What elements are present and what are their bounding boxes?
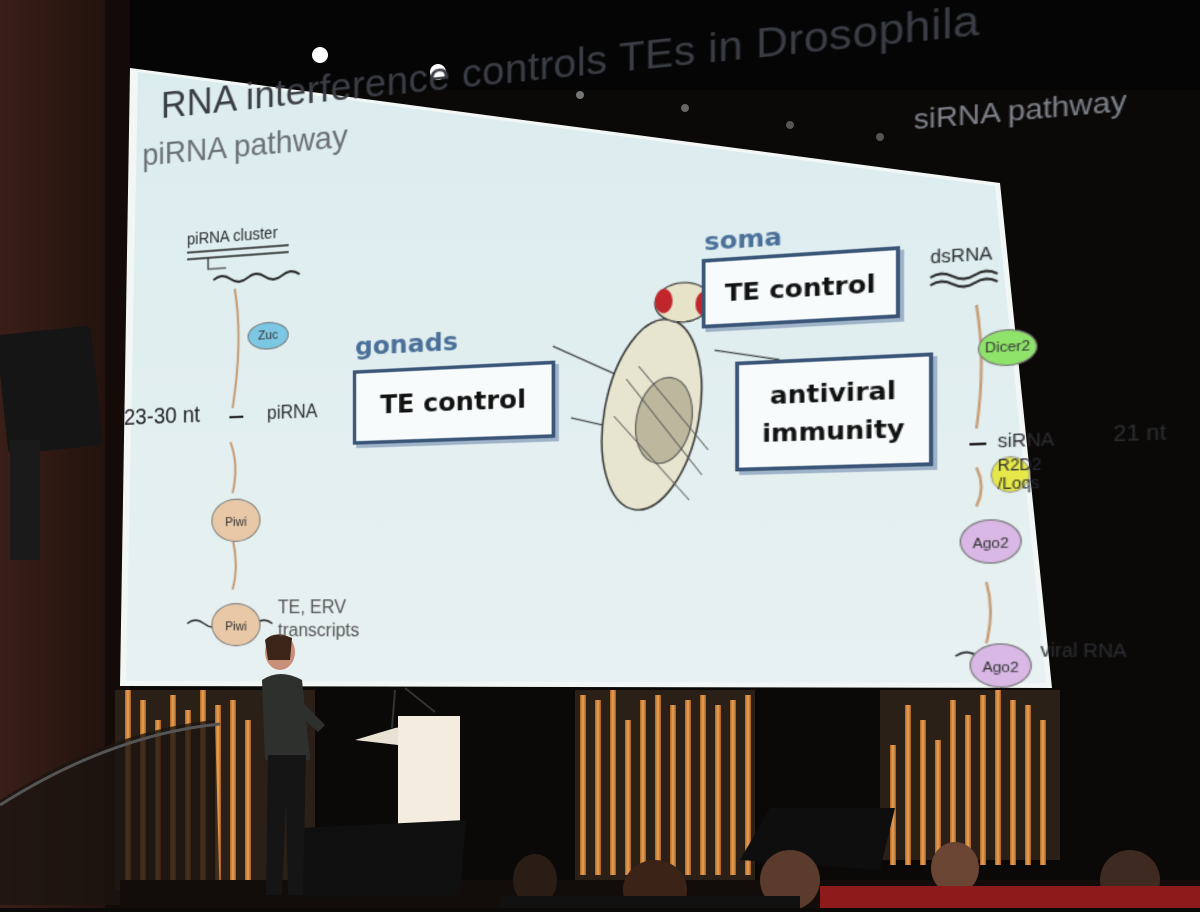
ago2-bound-blob: Ago2	[969, 643, 1032, 689]
piwi-bound-blob: Piwi	[211, 603, 261, 647]
pirna-length-label: 23-30 nt	[123, 402, 201, 431]
viral-rna-label: viral RNA	[1040, 639, 1127, 662]
pathway-arrow	[976, 305, 981, 429]
loudspeaker	[0, 326, 103, 455]
presentation-slide: RNA interference controls TEs in Drosoph…	[124, 0, 1200, 689]
pirna-label: piRNA	[266, 402, 318, 424]
dsrna-label: dsRNA	[930, 242, 993, 268]
antiviral-immunity-box: antiviral immunity	[735, 352, 934, 472]
pathway-arrow	[233, 289, 239, 408]
soma-box-text: TE control	[724, 268, 876, 308]
pathway-arrow	[986, 582, 990, 643]
antiviral-line2: immunity	[762, 412, 905, 449]
pathway-arrow	[976, 467, 981, 506]
sirna-length-label: 21 nt	[1113, 422, 1167, 447]
gonads-box-text: TE control	[380, 384, 527, 421]
r2d2-label: R2D2	[997, 455, 1042, 475]
audience	[500, 842, 1200, 912]
loqs-label: /Loqs	[997, 473, 1040, 494]
ceiling-light	[312, 47, 328, 63]
stage-monitor	[295, 820, 466, 898]
gonads-label: gonads	[355, 327, 459, 363]
pathway-arrow	[230, 442, 235, 493]
pathway-diagram-lines	[130, 0, 1200, 679]
ceiling-light	[430, 64, 446, 80]
pathway-arrow	[233, 538, 236, 589]
rna-transcript-wave	[213, 271, 299, 284]
pirna-targets-line2: transcripts	[277, 621, 360, 642]
drosophila-fly-drawing	[553, 277, 780, 520]
presenter	[262, 634, 325, 895]
soma-label: soma	[704, 221, 783, 257]
gonads-te-control-box: TE control	[352, 360, 556, 445]
pirna-targets-line1: TE, ERV	[277, 598, 347, 618]
stage-railing	[0, 722, 221, 807]
soma-te-control-box: TE control	[701, 246, 901, 329]
sirna-label: siRNA	[997, 428, 1055, 452]
